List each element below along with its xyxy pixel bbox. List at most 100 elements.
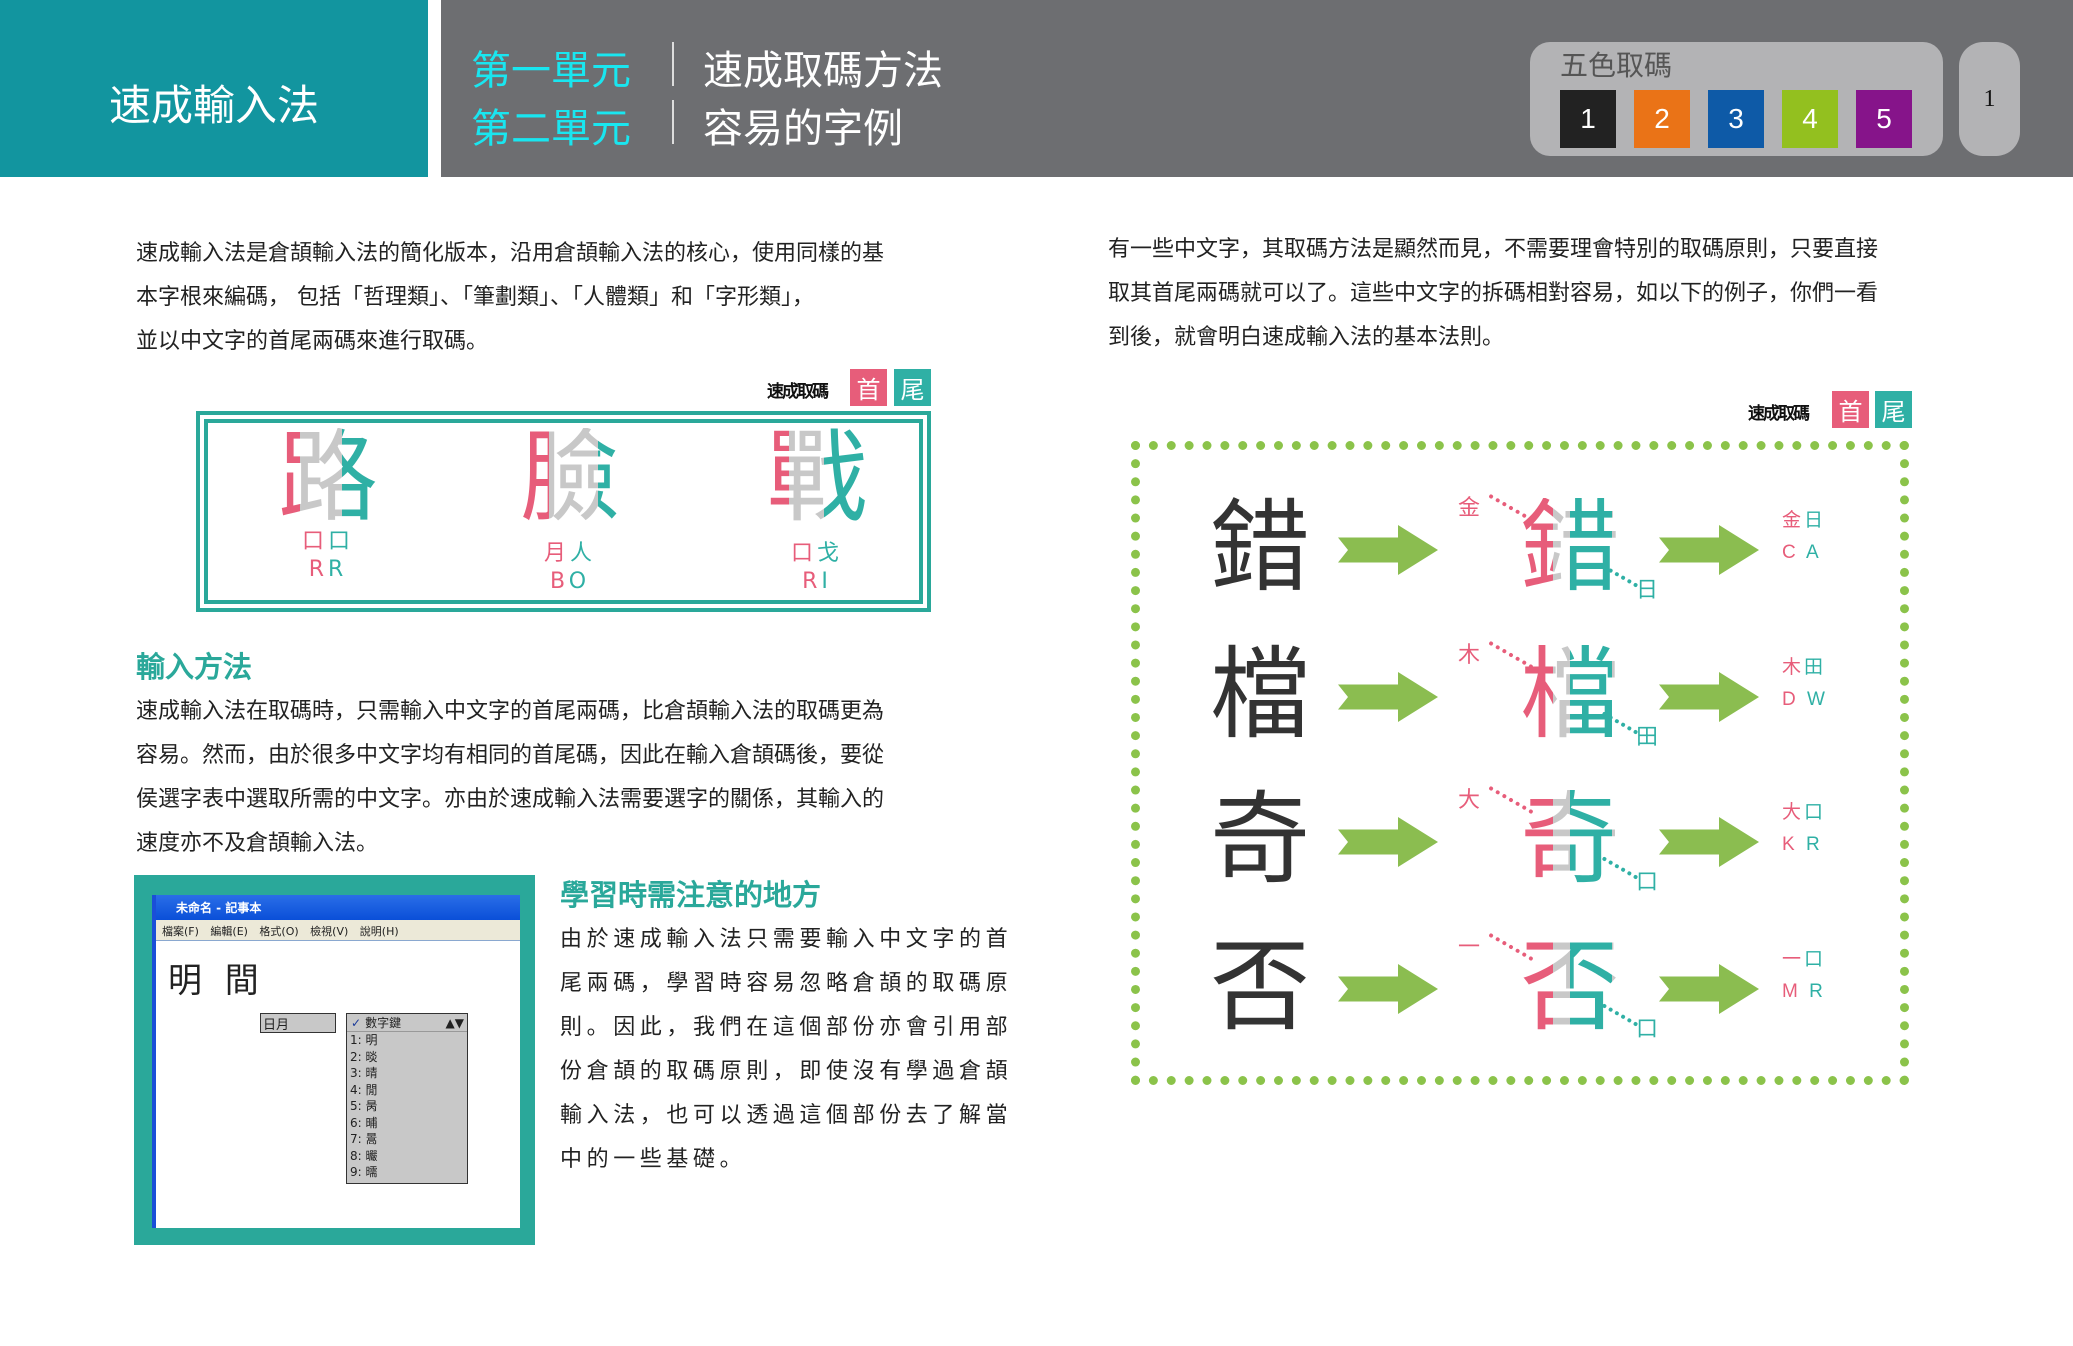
page-number: 1	[1959, 42, 2020, 156]
tail-radical: 口	[328, 529, 355, 554]
text-line: 由於速成輸入法只需要輸入中文字的首	[560, 927, 1013, 952]
decomposed-char: 錯	[1500, 498, 1640, 598]
color-code-3: 3	[1708, 90, 1764, 148]
tail-radical: 人	[570, 541, 597, 566]
color-code-1: 1	[1560, 90, 1616, 148]
tail-badge: 尾	[894, 369, 931, 406]
five-color-label: 五色取碼	[1560, 49, 1673, 82]
section-heading: 輸入方法	[136, 650, 253, 684]
example-char: 奇	[1210, 781, 1310, 898]
notepad-text: 明 間	[168, 961, 265, 1001]
intro-paragraph: 速成輸入法是倉頡輸入法的簡化版本，沿用倉頡輸入法的核心，使用同樣的基 本字根來編…	[136, 232, 884, 364]
example-char: 路	[258, 428, 398, 528]
head-radical-label: 木	[1458, 643, 1481, 668]
example-item: 臉 月人 BO	[500, 428, 640, 596]
text-line: 到後，就會明白速成輸入法的基本法則。	[1108, 325, 1505, 350]
decomposed-char: 檔	[1500, 645, 1640, 745]
unit-1-title: 速成取碼方法	[703, 48, 943, 94]
head-radical-label: 大	[1458, 788, 1481, 813]
decomposed-char: 奇	[1500, 790, 1640, 890]
color-code-4: 4	[1782, 90, 1838, 148]
color-code-5: 5	[1856, 90, 1912, 148]
text-line: 尾兩碼，學習時容易忽略倉頡的取碼原	[560, 971, 1013, 996]
example-char: 錯	[1210, 489, 1310, 606]
candidate: 2: 晱	[350, 1049, 378, 1064]
tail-radical: 田	[1804, 657, 1827, 678]
tail-key: R	[1805, 834, 1823, 855]
badge-label: 速成取碼	[1748, 404, 1810, 424]
examples-dotted-box	[1131, 441, 1909, 1085]
example-char: 臉	[500, 428, 640, 528]
head-key: C	[1782, 542, 1799, 563]
candidate-header: 數字鍵	[365, 1016, 402, 1030]
scroll-arrows-icon[interactable]: ▲▼	[445, 1015, 464, 1030]
tail-radical-label: 口	[1636, 870, 1659, 895]
candidate: 8: 曮	[350, 1148, 378, 1163]
notepad-window: 未命名 - 記事本 檔案(F) 編輯(E) 格式(O) 檢視(V) 說明(H) …	[152, 895, 520, 1228]
text-line: 並以中文字的首尾兩碼來進行取碼。	[136, 329, 489, 354]
method-paragraph: 速成輸入法在取碼時，只需輸入中文字的首尾兩碼，比倉頡輸入法的取碼更為 容易。然而…	[136, 690, 884, 866]
text-line: 本字根來編碼， 包括「哲理類」、「筆劃類」、「人體類」和「字形類」，	[136, 285, 814, 310]
head-radical-label: 一	[1458, 935, 1481, 960]
check-icon: ✓	[351, 1015, 362, 1030]
head-key: R	[308, 557, 328, 582]
head-key: D	[1782, 689, 1799, 710]
intro-paragraph-right: 有一些中文字，其取碼方法是顯然而見，不需要理會特別的取碼原則，只要直接 取其首尾…	[1108, 228, 1878, 360]
head-key: R	[802, 569, 822, 594]
tail-key: W	[1807, 689, 1828, 710]
text-line: 輸入法，也可以透過這個部份去了解當	[560, 1103, 1013, 1128]
candidate: 4: 閒	[350, 1082, 378, 1097]
text-line: 有一些中文字，其取碼方法是顯然而見，不需要理會特別的取碼原則，只要直接	[1108, 237, 1879, 262]
tail-key: I	[821, 569, 832, 594]
book-title-banner	[0, 0, 428, 177]
head-radical: 口	[790, 541, 817, 566]
tail-radical: 戈	[817, 541, 844, 566]
example-box	[196, 411, 931, 612]
composition-field: 日月	[260, 1013, 336, 1033]
unit-1-label: 第一單元	[471, 48, 631, 94]
head-key: B	[549, 569, 569, 594]
book-title: 速成輸入法	[108, 81, 319, 130]
unit-2-label: 第二單元	[471, 106, 631, 152]
tail-key: O	[568, 569, 591, 594]
head-key: K	[1782, 834, 1798, 855]
candidate-window: ✓數字鍵▲▼ 1: 明 2: 晱 3: 晴 4: 閒 5: 昺 6: 晡 7: …	[346, 1013, 468, 1184]
tail-radical: 口	[1804, 949, 1827, 970]
head-radical-label: 金	[1458, 496, 1481, 521]
candidate: 9: 曘	[350, 1165, 378, 1179]
candidate: 6: 晡	[350, 1115, 378, 1130]
head-radical: 大	[1782, 802, 1805, 823]
section-heading: 學習時需注意的地方	[560, 878, 822, 912]
head-key: M	[1782, 981, 1801, 1002]
divider	[672, 100, 674, 144]
tail-key: R	[328, 557, 348, 582]
divider	[672, 42, 674, 86]
text-line: 容易。然而，由於很多中文字均有相同的首尾碼，因此在輸入倉頡碼後，要從	[136, 743, 885, 768]
notepad-title: 未命名 - 記事本	[156, 895, 520, 920]
text-line: 侯選字表中選取所需的中文字。亦由於速成輸入法需要選字的關係，其輸入的	[136, 787, 885, 812]
example-char: 否	[1210, 928, 1310, 1045]
candidate: 5: 昺	[350, 1099, 378, 1113]
head-radical: 口	[301, 529, 328, 554]
candidate: 7: 暠	[350, 1132, 378, 1146]
head-radical: 一	[1782, 949, 1805, 970]
tail-radical: 日	[1804, 510, 1827, 531]
text-line: 中的一些基礎。	[560, 1147, 747, 1172]
head-radical: 月	[543, 541, 570, 566]
text-line: 取其首尾兩碼就可以了。這些中文字的拆碼相對容易，如以下的例子，你們一看	[1108, 281, 1879, 306]
tail-radical: 口	[1804, 802, 1827, 823]
notes-paragraph: 由於速成輸入法只需要輸入中文字的首 尾兩碼，學習時容易忽略倉頡的取碼原 則。因此…	[560, 918, 1012, 1182]
tail-key: A	[1805, 542, 1822, 563]
text-line: 份倉頡的取碼原則，即使沒有學過倉頡	[560, 1059, 1013, 1084]
example-char: 戰	[747, 428, 887, 528]
tail-key: R	[1809, 981, 1826, 1002]
head-radical: 木	[1782, 657, 1805, 678]
tail-radical-label: 口	[1636, 1017, 1659, 1042]
tail-radical-label: 田	[1636, 725, 1659, 750]
example-char: 檔	[1210, 636, 1310, 753]
notepad-menu: 檔案(F) 編輯(E) 格式(O) 檢視(V) 說明(H)	[156, 920, 520, 941]
head-badge: 首	[850, 369, 887, 406]
candidate: 1: 明	[350, 1033, 378, 1047]
example-item: 路 口口 RR	[258, 428, 398, 584]
text-line: 速度亦不及倉頡輸入法。	[136, 831, 379, 856]
